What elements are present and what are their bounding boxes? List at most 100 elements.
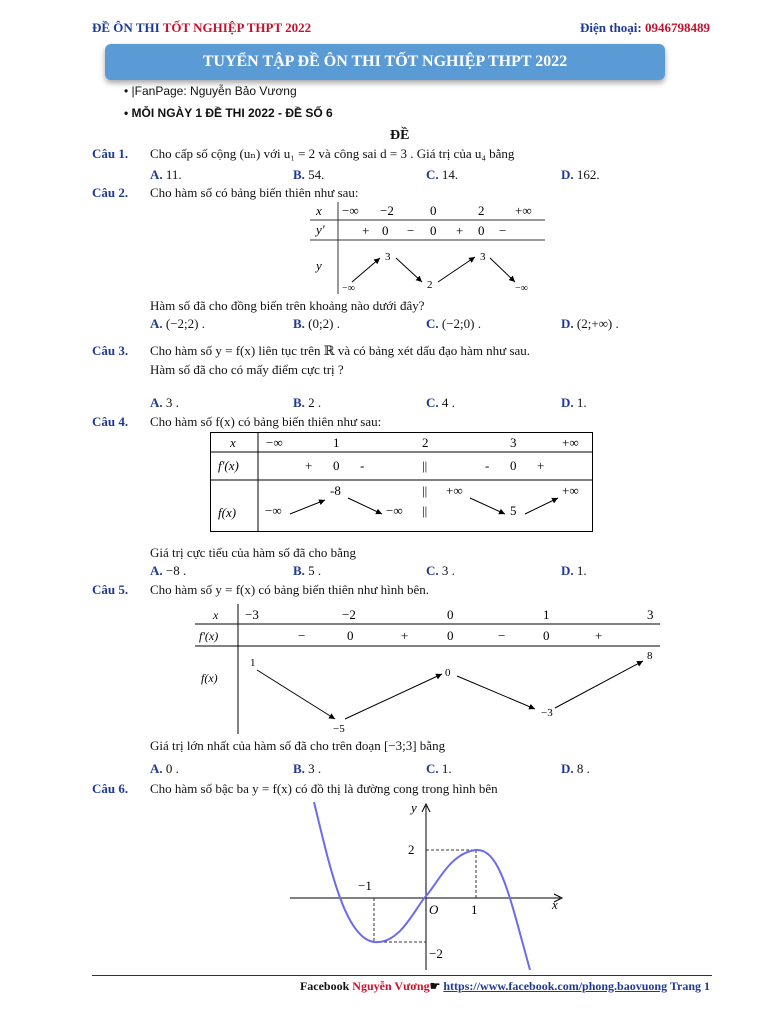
q2-variation-table: x −∞ −2 0 2 +∞ y' + 0 − 0 + 0 − y −∞ 3 2… xyxy=(310,202,545,294)
q4-f-val: −∞ xyxy=(265,503,282,518)
q5-x-label: x xyxy=(212,608,219,622)
q2-yp-sign: − xyxy=(407,223,414,238)
q3-option-d[interactable]: D. 1. xyxy=(561,395,587,410)
footer-author: Nguyễn Vương xyxy=(352,979,430,993)
q5-option-b[interactable]: B. 3 . xyxy=(293,761,322,776)
q6-tick-neg1: −1 xyxy=(358,878,372,893)
q2-x-label: x xyxy=(315,203,322,218)
q5-f-val: 1 xyxy=(250,657,256,669)
q4-text: Cho hàm số f(x) có bảng biến thiên như s… xyxy=(150,414,382,429)
q4-option-b[interactable]: B. 5 . xyxy=(293,563,322,578)
q2-y-val: −∞ xyxy=(515,283,528,294)
q4-x-val: 3 xyxy=(510,435,517,450)
q1-option-c[interactable]: C. 14. xyxy=(426,167,459,182)
q3-option-a[interactable]: A. 3 . xyxy=(150,395,179,410)
q4-f-val: || xyxy=(422,483,427,498)
q5-fp-sign: 0 xyxy=(347,628,354,643)
q2-option-d[interactable]: D. (2;+∞) . xyxy=(561,316,619,331)
q5-f-val: −3 xyxy=(541,707,553,719)
q4-f-val: 5 xyxy=(510,503,517,518)
q4-fp-sign: - xyxy=(485,458,489,473)
q5-text: Cho hàm số y = f(x) có bảng biến thiên n… xyxy=(150,582,430,597)
daily-exam-bullet: • MỖI NGÀY 1 ĐỀ THI 2022 - ĐỀ SỐ 6 xyxy=(124,106,333,120)
phone-number: 0946798489 xyxy=(645,20,710,35)
q4-x-val: +∞ xyxy=(562,435,579,450)
q5-fp-sign: + xyxy=(401,628,408,643)
q2-yp-sign: 0 xyxy=(430,223,437,238)
q5-fp-sign: 0 xyxy=(447,628,454,643)
q2-text: Cho hàm số có bảng biến thiên như sau: xyxy=(150,185,359,200)
q4-f-val: −∞ xyxy=(386,503,403,518)
q1-option-d[interactable]: D. 162. xyxy=(561,167,600,182)
q2-x-val: 2 xyxy=(478,203,485,218)
q4-option-d[interactable]: D. 1. xyxy=(561,563,587,578)
q5-fp-sign: + xyxy=(595,628,602,643)
q5-option-a[interactable]: A. 0 . xyxy=(150,761,179,776)
q5-x-val: 3 xyxy=(647,607,654,622)
q2-y-val: 3 xyxy=(385,251,391,263)
q4-variation-table: x −∞ 1 2 3 +∞ f'(x) + 0 - || - 0 + f(x) … xyxy=(210,432,593,532)
q4-x-val: −∞ xyxy=(266,435,283,450)
header-title-blue: ĐỀ ÔN THI xyxy=(92,20,163,35)
q5-x-val: 1 xyxy=(543,607,550,622)
footer-divider xyxy=(92,975,712,976)
q6-curve xyxy=(313,801,531,970)
q6-origin-label: O xyxy=(429,902,439,917)
q4-option-c[interactable]: C. 3 . xyxy=(426,563,455,578)
pointer-icon: ☛ xyxy=(429,979,444,993)
q2-yp-label: y' xyxy=(314,222,325,237)
q3-option-b[interactable]: B. 2 . xyxy=(293,395,322,410)
q2-x-val: 0 xyxy=(430,203,437,218)
q2-x-val: −2 xyxy=(380,203,394,218)
q6-tick-neg2: −2 xyxy=(429,946,443,961)
q2-question: Hàm số đã cho đồng biến trên khoảng nào … xyxy=(150,298,425,313)
q4-question: Giá trị cực tiểu của hàm số đã cho bằng xyxy=(150,545,356,560)
q4-x-label: x xyxy=(229,435,236,450)
q4-f-val: -8 xyxy=(330,483,341,498)
q2-x-val: +∞ xyxy=(515,203,532,218)
q5-f-val: −5 xyxy=(333,723,345,734)
header-title-red: TỐT NGHIỆP THPT 2022 xyxy=(162,20,312,35)
q2-yp-sign: + xyxy=(362,223,369,238)
q5-x-val: 0 xyxy=(447,607,454,622)
q4-fp-label: f'(x) xyxy=(218,458,239,473)
q6-y-axis-label: y xyxy=(409,800,417,815)
q2-yp-sign: − xyxy=(499,223,506,238)
q1-option-b[interactable]: B. 54. xyxy=(293,167,325,182)
q5-fp-sign: 0 xyxy=(543,628,550,643)
q4-fp-sign: || xyxy=(422,458,427,473)
q6-tick-2: 2 xyxy=(408,842,415,857)
q5-option-d[interactable]: D. 8 . xyxy=(561,761,590,776)
q4-f-label: f(x) xyxy=(218,505,236,520)
q4-option-a[interactable]: A. −8 . xyxy=(150,563,187,578)
q4-fp-sign: 0 xyxy=(333,458,340,473)
q4-number: Câu 4. xyxy=(92,414,129,429)
q3-option-c[interactable]: C. 4 . xyxy=(426,395,455,410)
q4-f-val: +∞ xyxy=(562,483,579,498)
q6-number: Câu 6. xyxy=(92,781,129,796)
fanpage-bullet: • |FanPage: Nguyễn Bảo Vương xyxy=(124,84,297,98)
q2-y-val: −∞ xyxy=(342,283,355,294)
q5-option-c[interactable]: C. 1. xyxy=(426,761,452,776)
q2-option-b[interactable]: B. (0;2) . xyxy=(293,316,340,331)
q2-option-a[interactable]: A. (−2;2) . xyxy=(150,316,205,331)
q2-yp-sign: 0 xyxy=(478,223,485,238)
q5-f-val: 8 xyxy=(647,650,653,662)
q4-fp-sign: + xyxy=(305,458,312,473)
q4-fp-sign: + xyxy=(537,458,544,473)
q1-option-a[interactable]: A. 11. xyxy=(150,167,182,182)
q4-fp-sign: 0 xyxy=(510,458,517,473)
q5-fp-sign: − xyxy=(498,628,505,643)
q1-number: Câu 1. xyxy=(92,146,129,161)
q6-x-axis-label: x xyxy=(551,897,558,912)
q4-x-val: 2 xyxy=(422,435,429,450)
q6-cubic-graph: y x O 2 −1 1 −2 xyxy=(290,800,564,970)
q2-x-val: −∞ xyxy=(342,203,359,218)
q5-number: Câu 5. xyxy=(92,582,129,597)
q5-x-val: −3 xyxy=(245,607,259,622)
q2-yp-sign: + xyxy=(456,223,463,238)
q2-yp-sign: 0 xyxy=(382,223,389,238)
q5-question: Giá trị lớn nhất của hàm số đã cho trên … xyxy=(150,738,446,753)
footer-link[interactable]: https://www.facebook.com/phong.baovuong xyxy=(443,979,668,993)
q2-option-c[interactable]: C. (−2;0) . xyxy=(426,316,481,331)
